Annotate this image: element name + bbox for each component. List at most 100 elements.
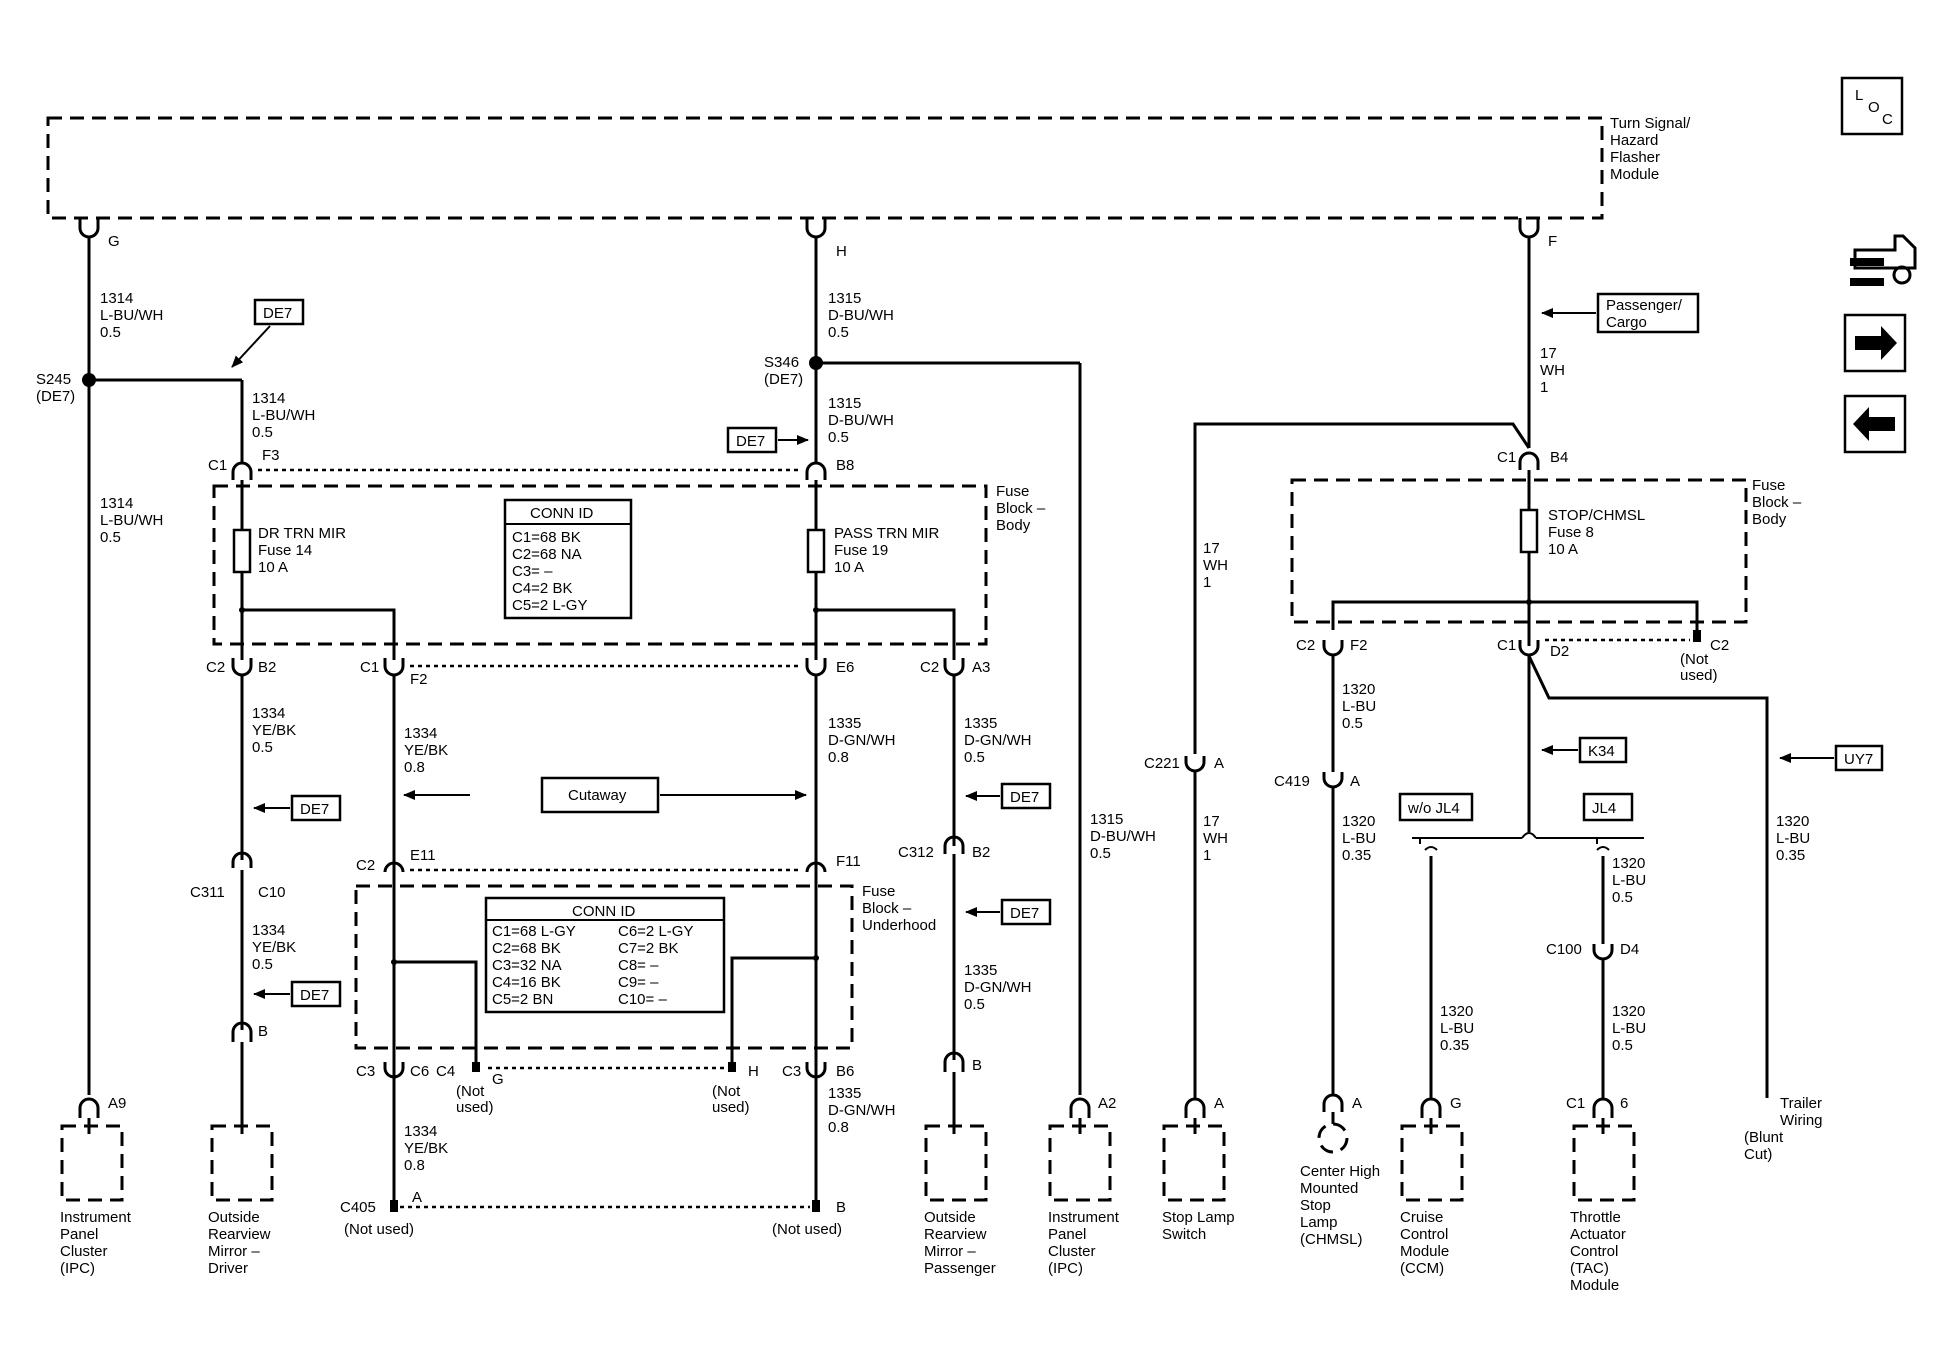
connector-chmsl-a: A [1322,1093,1362,1112]
component-tac[interactable]: Throttle Actuator Control (TAC) Module [1570,1118,1636,1294]
svg-text:(DE7): (DE7) [36,388,75,405]
connector-mirror-driver-b: B [231,1021,268,1120]
svg-text:Fuse: Fuse [862,883,895,900]
component-ipc-right[interactable]: Instrument Panel Cluster (IPC) [1048,1118,1120,1277]
svg-text:D4: D4 [1620,941,1639,958]
svg-text:L-BU: L-BU [1440,1020,1474,1037]
svg-text:L-BU/WH: L-BU/WH [100,307,163,324]
svg-text:DE7: DE7 [263,305,292,322]
component-ipc-left[interactable]: Instrument Panel Cluster (IPC) [60,1118,132,1277]
arrow-left-icon[interactable] [1843,394,1907,454]
component-mirror-driver[interactable]: Outside Rearview Mirror – Driver [208,1120,274,1277]
flasher-pin-g: G [78,218,120,1095]
svg-text:Mounted: Mounted [1300,1180,1358,1197]
ref-de7-c[interactable]: DE7 [253,794,342,822]
splice-s245: S245 (DE7) [36,371,244,462]
vehicle-wrench-icon[interactable] [1850,234,1917,286]
svg-text:D-GN/WH: D-GN/WH [964,732,1032,749]
svg-text:C3= –: C3= – [512,563,553,580]
svg-text:Block –: Block – [862,900,912,917]
svg-text:L-BU: L-BU [1612,1020,1646,1037]
svg-text:B2: B2 [258,659,276,676]
ref-k34[interactable]: K34 [1541,736,1628,764]
component-trailer-wiring[interactable]: Trailer Wiring (Blunt Cut) [1744,1095,1823,1163]
svg-text:C9= –: C9= – [618,974,659,991]
wire-1320-d-label: 1320 L-BU 0.5 [1612,855,1646,906]
component-stop-lamp-switch[interactable]: Stop Lamp Switch [1162,1118,1235,1243]
component-chmsl[interactable]: Center High Mounted Stop Lamp (CHMSL) [1300,1112,1380,1248]
svg-text:0.8: 0.8 [404,759,425,776]
svg-text:C8= –: C8= – [618,957,659,974]
svg-text:C2: C2 [1710,637,1729,654]
ref-de7-a[interactable]: DE7 [231,298,305,368]
wire-1315-a-label: 1315 D-BU/WH 0.5 [828,290,894,341]
svg-text:D-BU/WH: D-BU/WH [828,307,894,324]
connector-c100-d4: C100 D4 [1546,941,1639,961]
flasher-pin-h: H [805,218,847,462]
wire-1320-f-label: 1320 L-BU 0.35 [1776,813,1810,864]
svg-text:D-GN/WH: D-GN/WH [964,979,1032,996]
svg-text:C221: C221 [1144,755,1180,772]
connector-c1-f2: C1 F2 [360,658,428,688]
svg-text:O: O [1868,99,1880,116]
svg-text:L-BU: L-BU [1612,872,1646,889]
ref-wo-jl4[interactable]: w/o JL4 [1398,792,1474,822]
svg-text:0.5: 0.5 [252,739,273,756]
loc-box[interactable]: L O C [1840,76,1904,136]
svg-text:1320: 1320 [1440,1003,1473,1020]
wire-1334-a-label: 1334 YE/BK 0.5 [252,705,296,756]
svg-text:Fuse: Fuse [1752,477,1785,494]
svg-text:DE7: DE7 [736,433,765,450]
svg-text:C405: C405 [340,1199,376,1216]
fuse-block-body-left: Fuse Block – Body [212,483,1046,646]
svg-text:Cutaway: Cutaway [568,787,627,804]
svg-text:(CCM): (CCM) [1400,1260,1444,1277]
ref-de7-b[interactable]: DE7 [726,426,809,454]
ref-de7-f[interactable]: DE7 [965,898,1052,926]
wire-1314-c-label: 1314 L-BU/WH 0.5 [100,495,163,546]
svg-text:Body: Body [1752,511,1787,528]
svg-text:C1: C1 [208,457,227,474]
svg-text:used): used) [1680,667,1718,684]
wire-1335-c-label: 1335 D-GN/WH 0.5 [964,962,1032,1013]
ref-uy7[interactable]: UY7 [1779,744,1884,772]
svg-text:0.5: 0.5 [100,324,121,341]
svg-text:D-BU/WH: D-BU/WH [1090,828,1156,845]
connector-c2-e11: C2 E11 [356,847,436,874]
component-ccm[interactable]: Cruise Control Module (CCM) [1400,1118,1464,1277]
svg-text:C4=16 BK: C4=16 BK [492,974,561,991]
svg-text:1314: 1314 [100,495,133,512]
connector-c2-b2: C2 B2 [206,658,276,677]
ref-jl4[interactable]: JL4 [1582,792,1634,822]
svg-text:C3=32 NA: C3=32 NA [492,957,562,974]
component-mirror-passenger[interactable]: Outside Rearview Mirror – Passenger [924,1120,996,1277]
svg-text:Stop Lamp: Stop Lamp [1162,1209,1235,1226]
svg-text:Block –: Block – [1752,494,1802,511]
svg-text:0.5: 0.5 [1612,889,1633,906]
wire-17-to-c221 [1193,422,1531,754]
svg-text:Driver: Driver [208,1260,248,1277]
svg-text:A: A [1214,755,1224,772]
svg-text:used): used) [456,1099,494,1116]
svg-text:1: 1 [1203,847,1211,864]
svg-text:C5=2 BN: C5=2 BN [492,991,553,1008]
ref-de7-e[interactable]: DE7 [965,782,1052,810]
svg-text:H: H [836,243,847,260]
svg-text:CONN ID: CONN ID [530,505,594,522]
svg-text:G: G [1450,1095,1462,1112]
arrow-right-icon[interactable] [1843,313,1907,373]
svg-text:(Not used): (Not used) [344,1221,414,1238]
svg-text:1334: 1334 [252,922,285,939]
ref-passenger-cargo[interactable]: Passenger/ Cargo [1541,292,1700,334]
svg-text:JL4: JL4 [1592,800,1616,817]
svg-text:0.35: 0.35 [1342,847,1371,864]
svg-text:D-BU/WH: D-BU/WH [828,412,894,429]
svg-text:Fuse: Fuse [996,483,1029,500]
ref-de7-d[interactable]: DE7 [253,980,342,1008]
svg-text:0.5: 0.5 [1342,715,1363,732]
wire-1315-b-label: 1315 D-BU/WH 0.5 [828,395,894,446]
svg-text:L-BU: L-BU [1776,830,1810,847]
svg-text:C6=2 L-GY: C6=2 L-GY [618,923,693,940]
svg-text:B2: B2 [972,844,990,861]
